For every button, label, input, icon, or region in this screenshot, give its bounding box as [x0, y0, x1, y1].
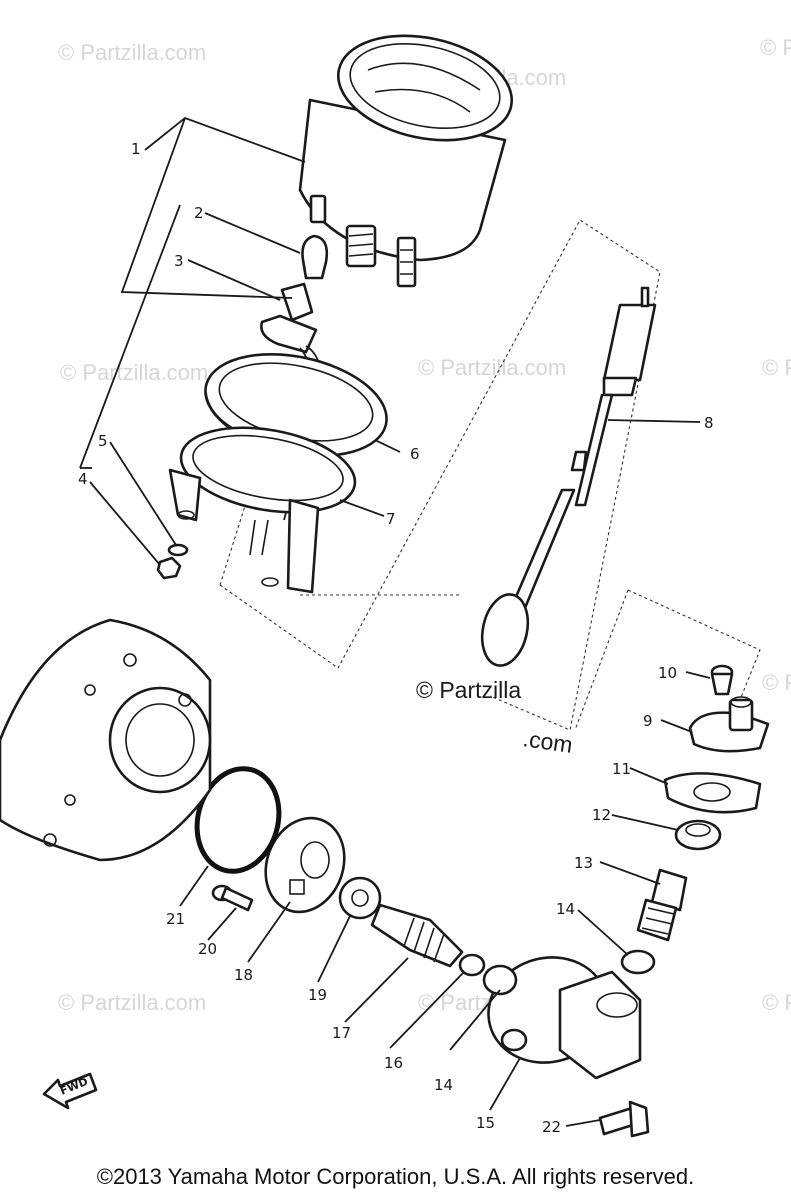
watermark: © Partzilla [760, 35, 791, 60]
callout-22: 22 [542, 1118, 561, 1136]
watermark: © Partzilla [762, 990, 791, 1015]
bushing-12 [674, 819, 722, 851]
callout-1: 1 [131, 140, 141, 158]
callout-13: 13 [574, 854, 593, 872]
assembly-outlines [219, 219, 761, 731]
callout-20: 20 [198, 940, 217, 958]
bushing-14-lower [482, 964, 518, 996]
leader-lines [79, 116, 711, 1127]
meter-cable [480, 286, 657, 667]
callout-3: 3 [174, 252, 184, 270]
callout-21: 21 [166, 910, 185, 928]
wheel-hub [0, 618, 212, 862]
washer-5 [167, 543, 189, 557]
nut-4 [156, 556, 182, 580]
callout-9: 9 [643, 712, 653, 730]
callout-18: 18 [234, 966, 253, 984]
callout-17: 17 [332, 1024, 351, 1042]
callout-10: 10 [658, 664, 677, 682]
gear-housing [487, 956, 642, 1080]
screw-10 [710, 664, 734, 696]
callout-4: 4 [78, 470, 88, 488]
driven-gear [636, 868, 688, 942]
callout-19: 19 [308, 986, 327, 1004]
callout-7: 7 [386, 510, 396, 528]
watermark: © Partzilla.com [418, 355, 566, 380]
washer-19 [338, 876, 382, 920]
fwd-arrow-icon: FWD [42, 1072, 98, 1110]
bulb [301, 234, 329, 280]
callout-12: 12 [592, 806, 611, 824]
watermark: © Partzilla.com [58, 990, 206, 1015]
callout-16: 16 [384, 1054, 403, 1072]
callout-8: 8 [704, 414, 714, 432]
watermark-main-line1: © Partzilla [416, 677, 521, 703]
watermark: © Partzilla.com [60, 360, 208, 385]
watermark: © Partzilla.com [58, 40, 206, 65]
bolt-22 [598, 1100, 650, 1138]
drive-gear [370, 903, 464, 968]
watermark: © Partzilla [762, 355, 791, 380]
gasket [663, 772, 762, 814]
callout-14-lower: 14 [434, 1076, 453, 1094]
washer-16 [458, 953, 486, 977]
bushing-14-upper [620, 949, 656, 975]
callout-5: 5 [98, 432, 108, 450]
callout-11: 11 [612, 760, 631, 778]
callout-numbers: 1 2 3 4 5 6 7 8 9 10 11 12 13 14 15 16 1… [78, 140, 714, 1136]
meter-assembly [298, 34, 514, 288]
callout-14: 14 [556, 900, 575, 918]
callout-15: 15 [476, 1114, 495, 1132]
meter-bracket [168, 426, 357, 594]
callout-2: 2 [194, 204, 204, 222]
drive-cap [688, 696, 770, 753]
bolt-20 [211, 884, 254, 912]
watermark: © Partzilla [762, 670, 791, 695]
center-watermark: © Partzilla .com [416, 677, 574, 758]
o-ring [194, 766, 282, 874]
copyright-notice: ©2013 Yamaha Motor Corporation, U.S.A. A… [96, 1164, 695, 1189]
watermark-main-line2: .com [521, 725, 574, 758]
callout-6: 6 [410, 445, 420, 463]
